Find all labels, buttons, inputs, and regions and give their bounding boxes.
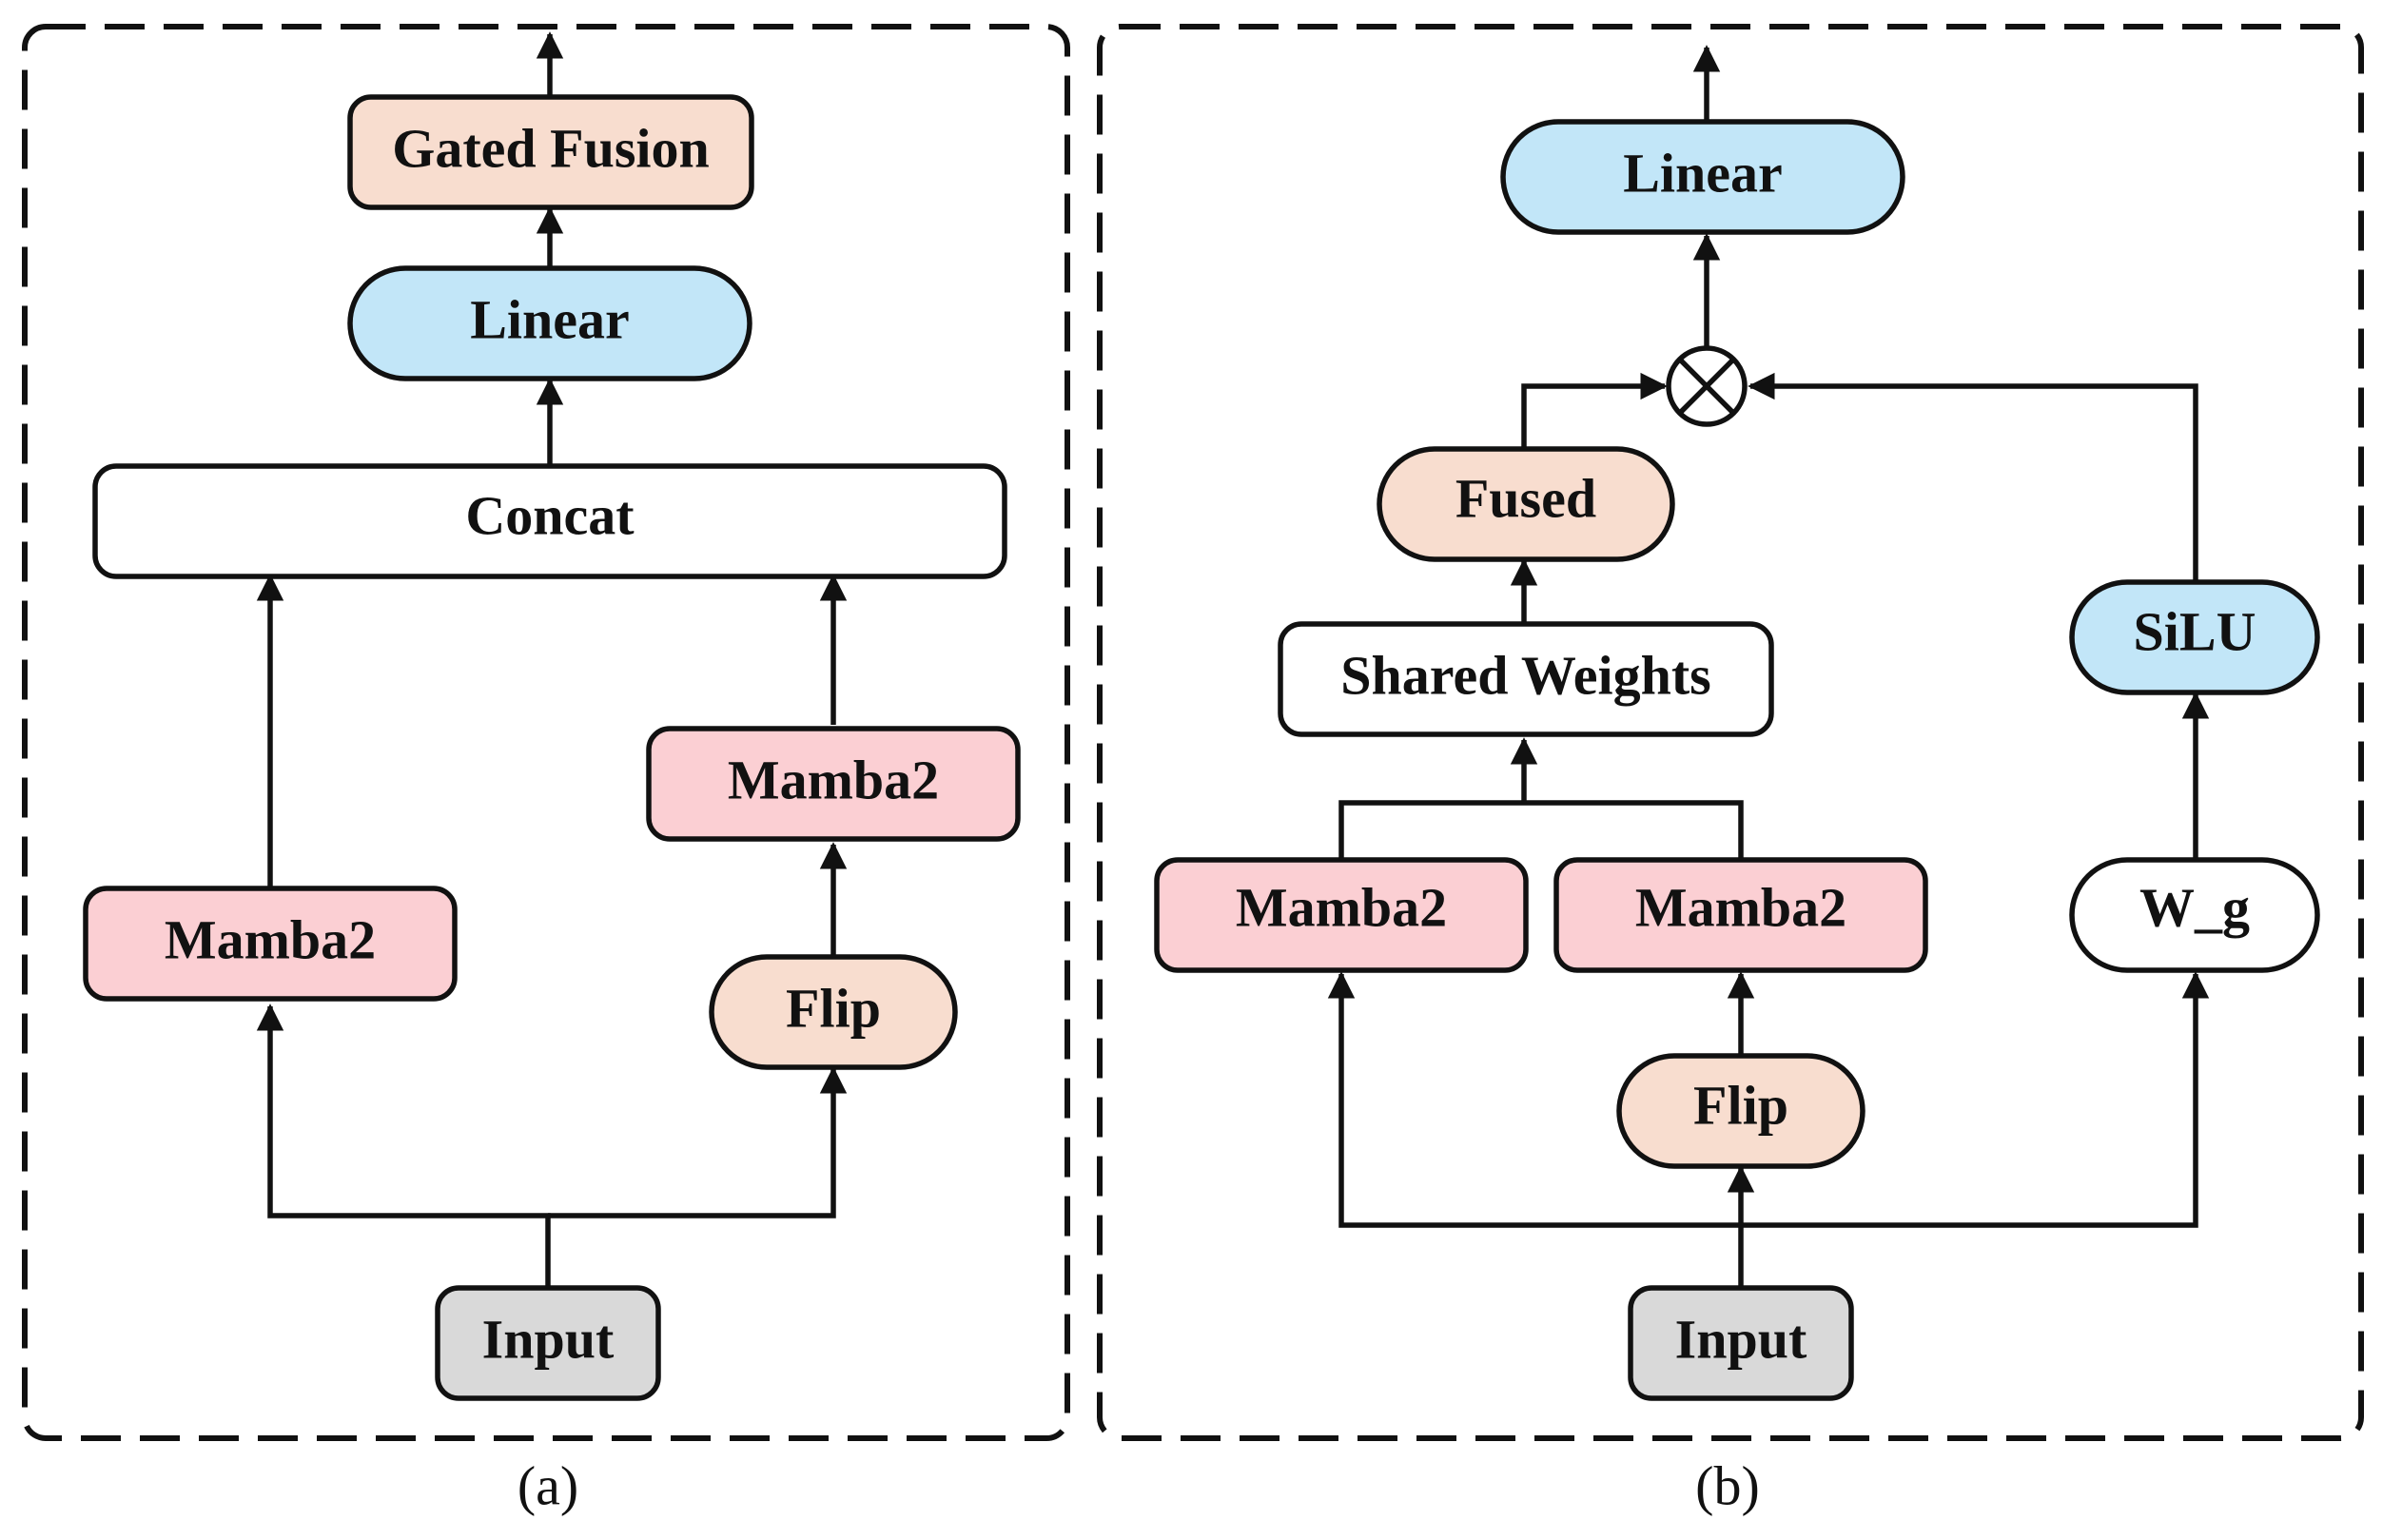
panel-a: Gated Fusion Linear Concat Mamba2 Mamba2… (22, 24, 1070, 1516)
fused-block: Fused (1377, 446, 1675, 562)
concat-block: Concat (92, 463, 1007, 579)
flip-label-b: Flip (1693, 1074, 1788, 1136)
caption-b: (b) (1695, 1454, 1760, 1516)
mamba2-label-b-right: Mamba2 (1635, 876, 1846, 938)
w-g-block: W_g (2069, 857, 2320, 973)
linear-block-a: Linear (347, 265, 752, 381)
gated-fusion-label: Gated Fusion (392, 117, 710, 179)
input-label-a: Input (482, 1308, 615, 1370)
concat-label: Concat (465, 484, 635, 546)
w-g-label: W_g (2139, 876, 2250, 938)
shared-weights-block: Shared Weights (1278, 621, 1774, 737)
mamba2-label-a-left: Mamba2 (165, 908, 376, 970)
mamba2-block-b-right: Mamba2 (1553, 857, 1928, 973)
flip-block-b: Flip (1616, 1053, 1865, 1169)
mamba2-label-a-right: Mamba2 (728, 749, 939, 810)
shared-weights-label: Shared Weights (1340, 644, 1710, 706)
panel-b-connectors (1327, 45, 2210, 1288)
mamba2-label-b-left: Mamba2 (1236, 876, 1447, 938)
panel-a-frame (22, 24, 1070, 1441)
multiply-symbol: ⊗ (1684, 349, 1730, 411)
panel-b: Linear ⊗ Fused Shared Weights SiLU Mamba… (1097, 24, 2364, 1516)
mamba2-block-a-right: Mamba2 (646, 726, 1021, 842)
panel-b-frame (1097, 24, 2364, 1441)
linear-label-b: Linear (1623, 142, 1783, 204)
fused-label: Fused (1455, 467, 1596, 529)
flip-block-a: Flip (709, 954, 958, 1070)
gated-fusion-block: Gated Fusion (347, 94, 754, 210)
panel-a-connectors (256, 31, 848, 1286)
input-block-b: Input (1628, 1285, 1854, 1401)
input-label-b: Input (1675, 1308, 1807, 1370)
input-block-a: Input (435, 1285, 661, 1401)
flip-label-a: Flip (786, 977, 881, 1039)
linear-label-a: Linear (470, 288, 630, 350)
caption-a: (a) (518, 1454, 578, 1516)
linear-block-b: Linear (1500, 119, 1905, 235)
mamba2-block-b-left: Mamba2 (1154, 857, 1529, 973)
silu-label: SiLU (2134, 600, 2256, 662)
mamba2-block-a-left: Mamba2 (83, 886, 458, 1002)
silu-block: SiLU (2069, 579, 2320, 695)
multiply-node: ⊗ (1666, 345, 1748, 427)
